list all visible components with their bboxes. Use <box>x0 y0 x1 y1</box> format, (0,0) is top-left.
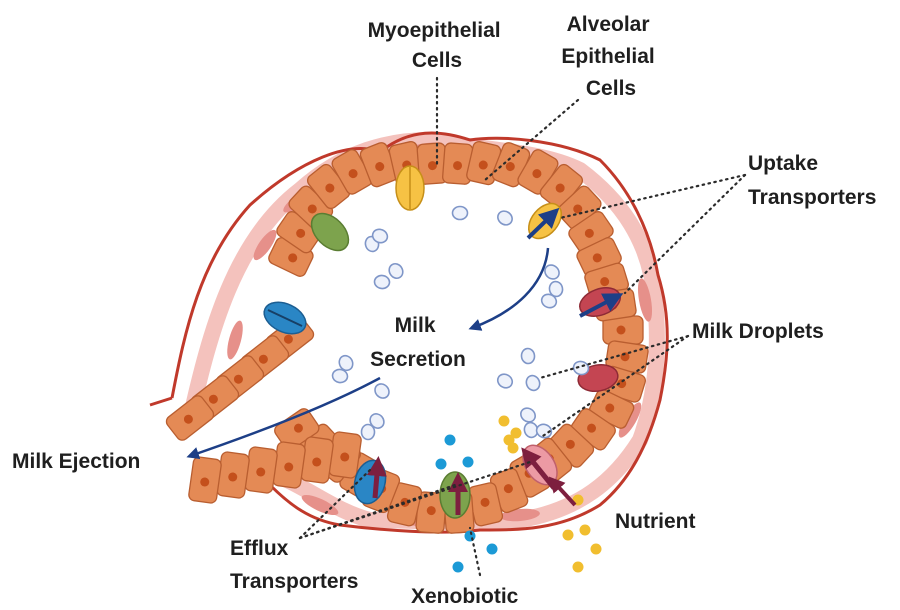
label-efflux-line-2: Transporters <box>230 570 358 593</box>
label-myoepithelial-cells: Myoepithelial Cells <box>368 19 507 72</box>
label-milk-secretion-line-2: Secretion <box>370 348 466 371</box>
duct-cell-icon <box>188 456 222 503</box>
milk-droplet-icon <box>453 207 468 220</box>
milk-droplet-icon <box>372 381 392 401</box>
milk-droplet-icon <box>361 424 374 439</box>
duct-cell-icon <box>272 441 306 488</box>
label-milk-secretion-line-1: Milk <box>395 314 436 337</box>
label-efflux-line-1: Efflux <box>230 537 289 560</box>
nutrient-dot-icon <box>580 525 591 536</box>
milk-droplet-icon <box>374 275 390 289</box>
label-alveolar-epithelial-cells: Alveolar Epithelial Cells <box>561 13 660 100</box>
label-uptake-line-2: Transporters <box>748 186 876 209</box>
label-myoepithelial-line-2: Cells <box>412 49 462 72</box>
label-milk-ejection: Milk Ejection <box>12 450 140 473</box>
xenobiotic-dot-icon <box>463 457 474 468</box>
label-uptake-transporters: Uptake Transporters <box>748 152 876 209</box>
xenobiotic-dot-icon <box>453 562 464 573</box>
milk-droplet-icon <box>495 372 515 391</box>
milk-droplet-icon <box>387 261 406 281</box>
label-efflux-transporters: Efflux Transporters <box>230 537 358 593</box>
label-nutrient: Nutrient <box>615 510 696 533</box>
milk-secretion-arrow <box>472 248 548 328</box>
nutrient-dot-icon <box>508 443 519 454</box>
nutrient-dot-icon <box>591 544 602 555</box>
duct-cell-icon <box>244 446 278 493</box>
label-milk-droplets: Milk Droplets <box>692 320 824 343</box>
myoepithelial-cell-icon <box>224 319 246 361</box>
label-myoepithelial-line-1: Myoepithelial <box>368 19 501 42</box>
duct-cell-icon <box>328 431 362 478</box>
milk-droplet-icon <box>495 208 515 227</box>
label-milk-secretion: Milk Secretion <box>370 314 466 371</box>
efflux-arrow <box>375 462 378 498</box>
label-xenobiotic: Xenobiotic <box>411 585 519 608</box>
duct-cell-icon <box>300 436 334 483</box>
xenobiotic-dot-icon <box>445 435 456 446</box>
label-alveolar-line-1: Alveolar <box>567 13 650 36</box>
nutrient-dot-icon <box>563 530 574 541</box>
milk-droplet-icon <box>524 374 542 393</box>
label-uptake-line-1: Uptake <box>748 152 818 175</box>
xenobiotic-dot-icon <box>436 459 447 470</box>
label-alveolar-line-3: Cells <box>586 77 636 100</box>
transporter-green-icon <box>440 472 470 518</box>
duct-cell-icon <box>216 451 250 498</box>
nutrient-dot-icon <box>573 562 584 573</box>
milk-droplet-icon <box>521 348 535 364</box>
xenobiotic-dot-icon <box>487 544 498 555</box>
milk-droplet-icon <box>518 405 538 424</box>
milk-droplets <box>331 207 589 440</box>
nutrient-dot-icon <box>499 416 510 427</box>
label-alveolar-line-2: Epithelial <box>561 45 654 68</box>
